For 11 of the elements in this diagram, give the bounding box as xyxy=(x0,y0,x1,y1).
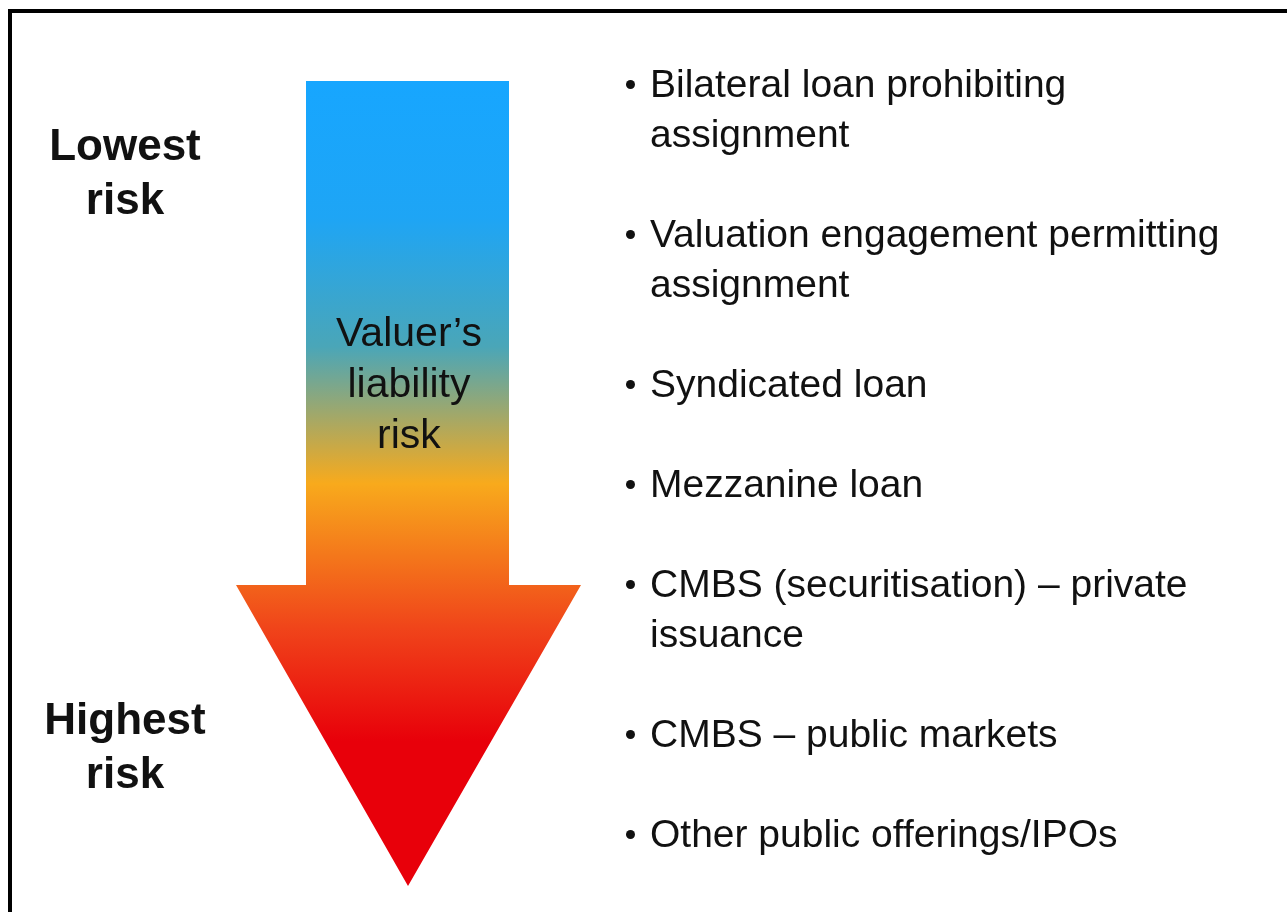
down-arrow xyxy=(236,81,581,886)
list-item-text: Bilateral loan prohibiting assignment xyxy=(650,61,1068,157)
list-item-text: Syndicated loan xyxy=(650,361,929,407)
list-item-text: CMBS (securitisation) – private issuance xyxy=(650,561,1189,657)
list-item-text: Other public offerings/IPOs xyxy=(650,811,1119,857)
risk-level-label: Lowest risk xyxy=(48,119,202,225)
list-item-text: Mezzanine loan xyxy=(650,461,925,507)
risk-level-label: Highest risk xyxy=(43,693,207,799)
arrow-label: Valuer’s liability risk xyxy=(335,308,483,459)
list-item-text: Valuation engagement permitting assignment xyxy=(650,211,1221,307)
list-item-text: CMBS – public markets xyxy=(650,711,1059,757)
